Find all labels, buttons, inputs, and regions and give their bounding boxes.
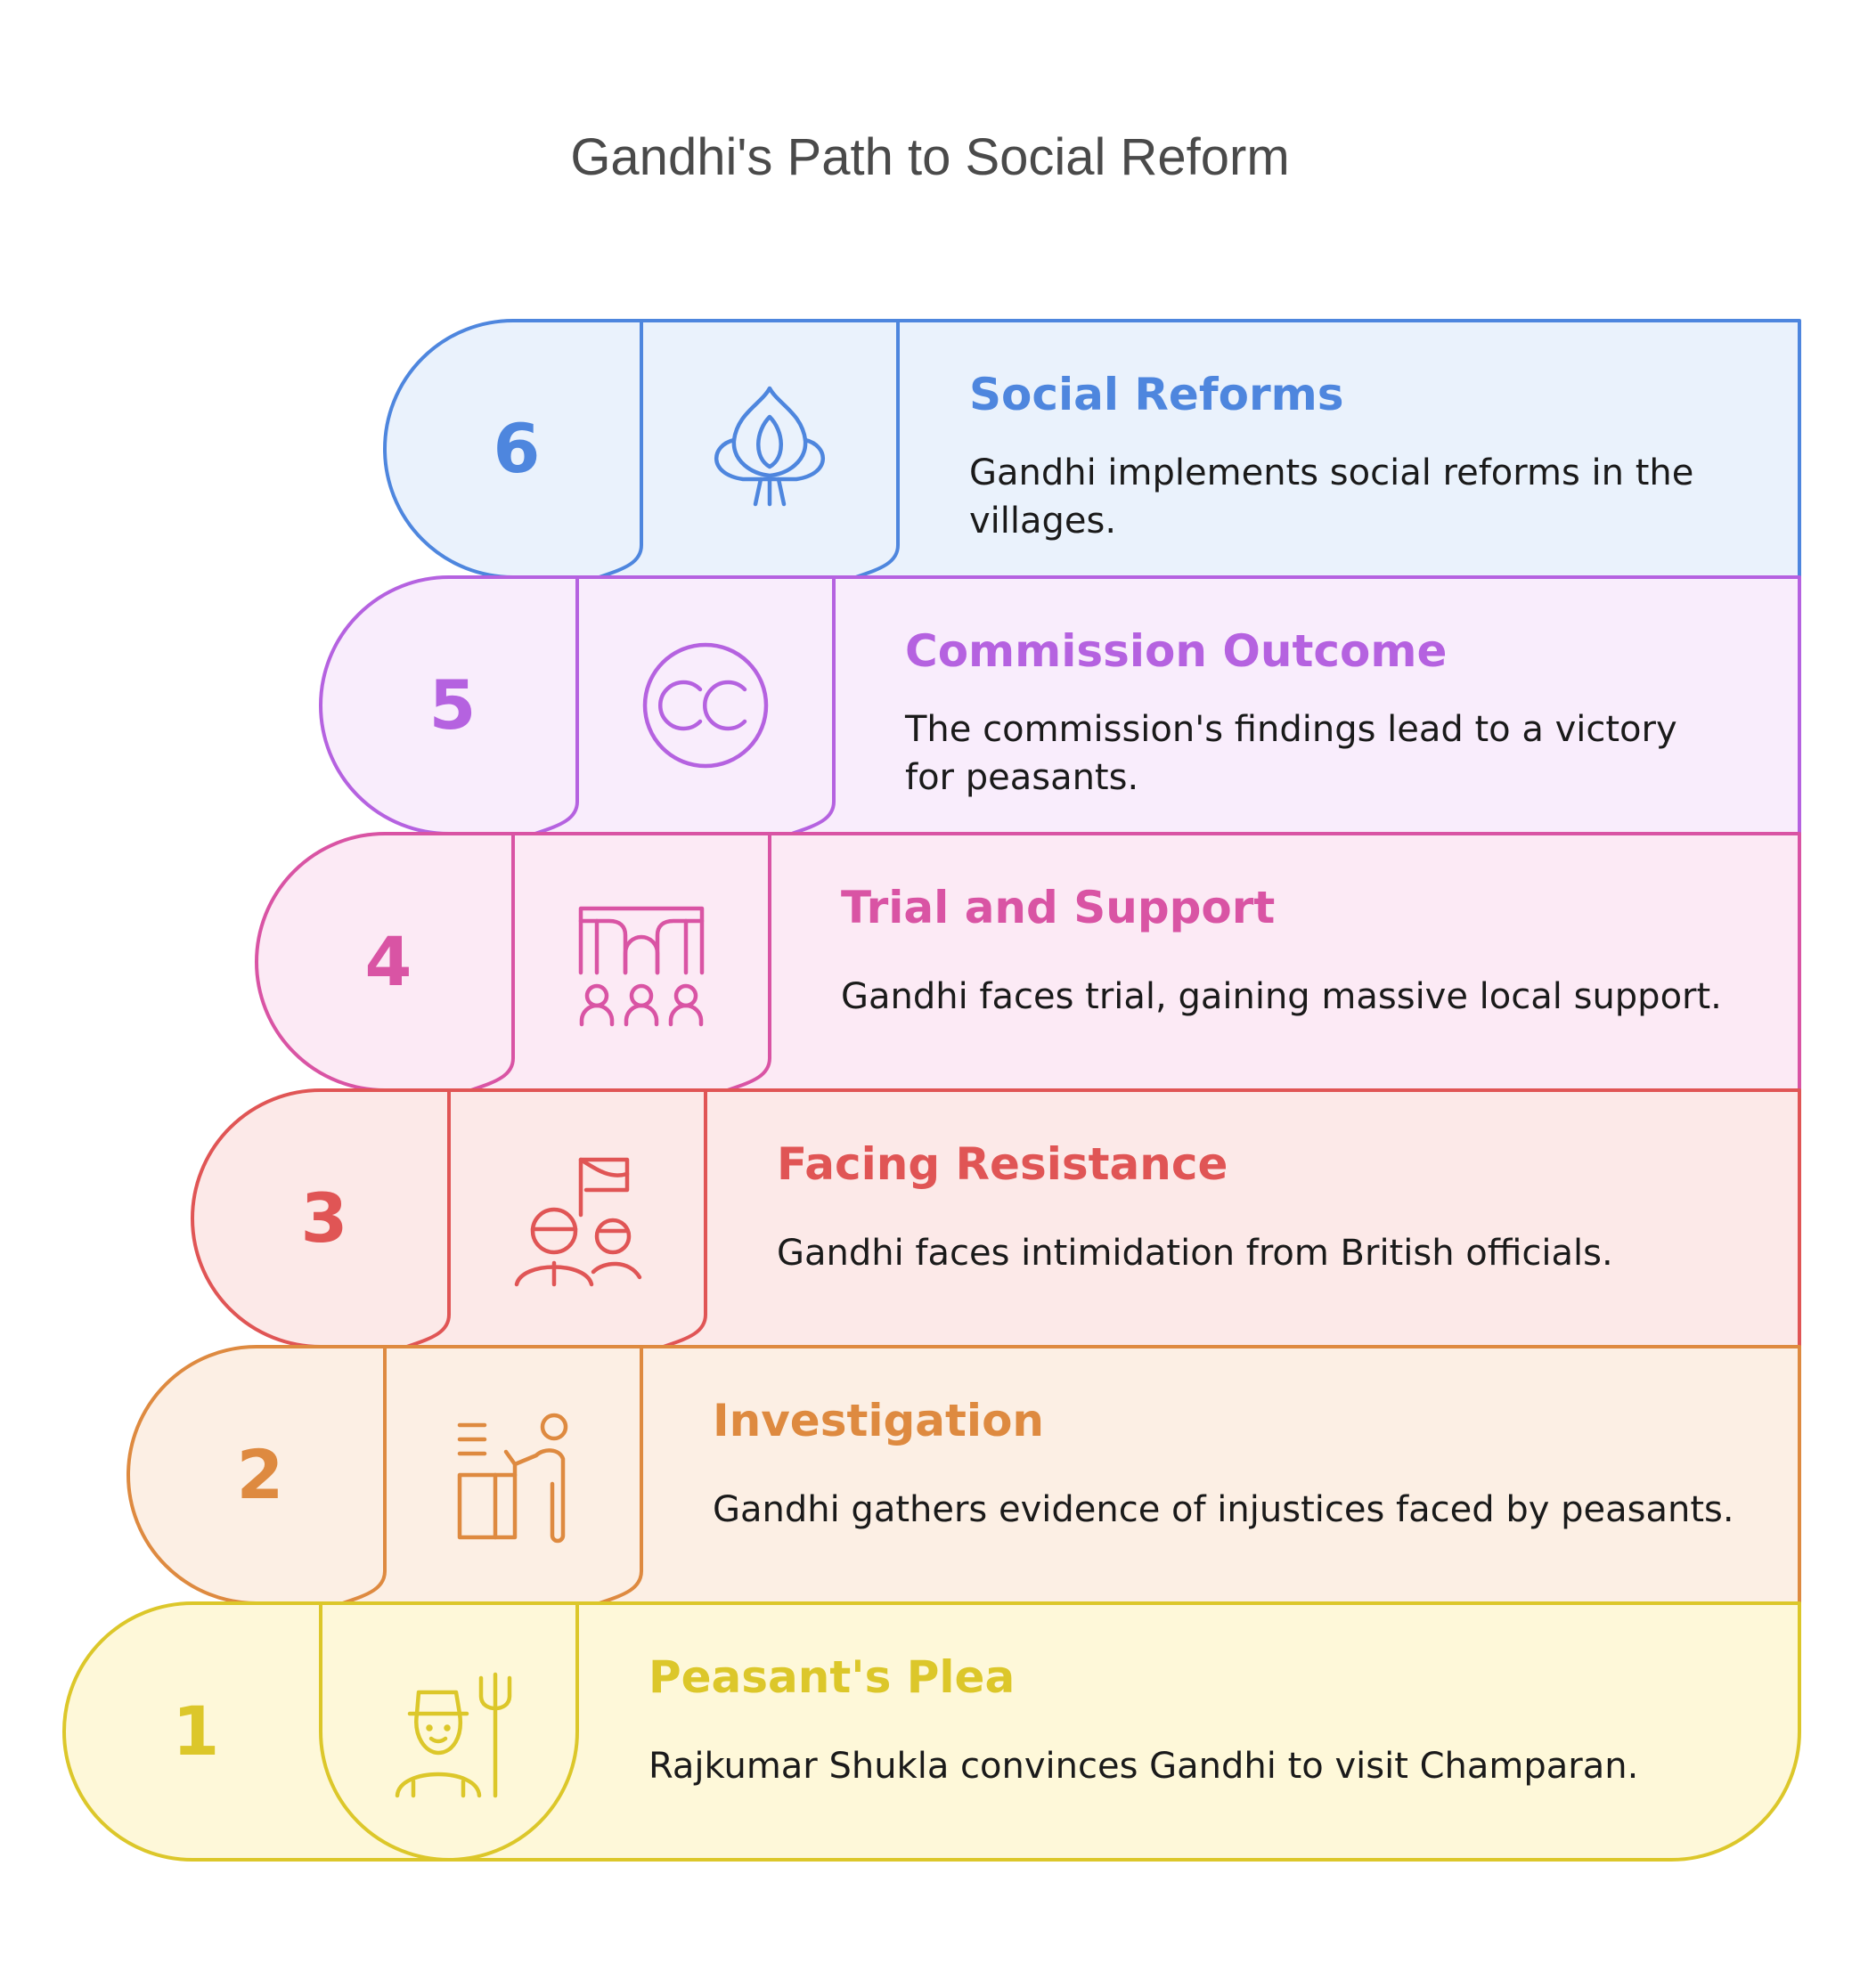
step-description-line: for peasants. xyxy=(905,757,1138,798)
step-description-line: Gandhi implements social reforms in the xyxy=(969,452,1693,493)
step-title: Social Reforms xyxy=(969,369,1343,420)
step-description-line: Gandhi faces intimidation from British o… xyxy=(777,1233,1613,1274)
lotus-bulb-icon xyxy=(714,386,825,507)
step-description-line: villages. xyxy=(969,501,1116,542)
step-band xyxy=(383,319,1801,579)
step-band xyxy=(126,1345,1801,1605)
step-description-line: Gandhi gathers evidence of injustices fa… xyxy=(713,1489,1734,1530)
connector-column xyxy=(319,1601,579,1862)
step-number: 4 xyxy=(365,922,412,1001)
step-title: Investigation xyxy=(713,1395,1044,1446)
step-band xyxy=(255,832,1801,1092)
farmer-with-pitchfork-icon xyxy=(395,1672,512,1798)
step-number: 5 xyxy=(429,665,477,745)
diagram-title: Gandhi's Path to Social Reform xyxy=(570,128,1289,186)
step-number: 3 xyxy=(301,1178,348,1258)
step-title: Commission Outcome xyxy=(905,625,1447,677)
step-title: Facing Resistance xyxy=(777,1138,1228,1190)
step-description-line: Rajkumar Shukla convinces Gandhi to visi… xyxy=(649,1746,1638,1787)
step-band xyxy=(319,575,1801,835)
step-number: 1 xyxy=(173,1691,220,1771)
step-number: 2 xyxy=(237,1435,284,1514)
courtroom-audience-icon xyxy=(578,906,705,1027)
person-at-desk-icon xyxy=(457,1413,568,1544)
people-with-flag-icon xyxy=(514,1157,642,1287)
cc-circle-icon xyxy=(642,642,769,769)
step-band xyxy=(62,1601,1801,1862)
step-description-line: The commission's findings lead to a vict… xyxy=(904,709,1677,750)
step-title: Trial and Support xyxy=(841,882,1275,933)
step-band xyxy=(191,1088,1801,1348)
step-description-line: Gandhi faces trial, gaining massive loca… xyxy=(841,976,1722,1017)
step-number: 6 xyxy=(494,409,541,488)
step-title: Peasant's Plea xyxy=(649,1651,1015,1703)
